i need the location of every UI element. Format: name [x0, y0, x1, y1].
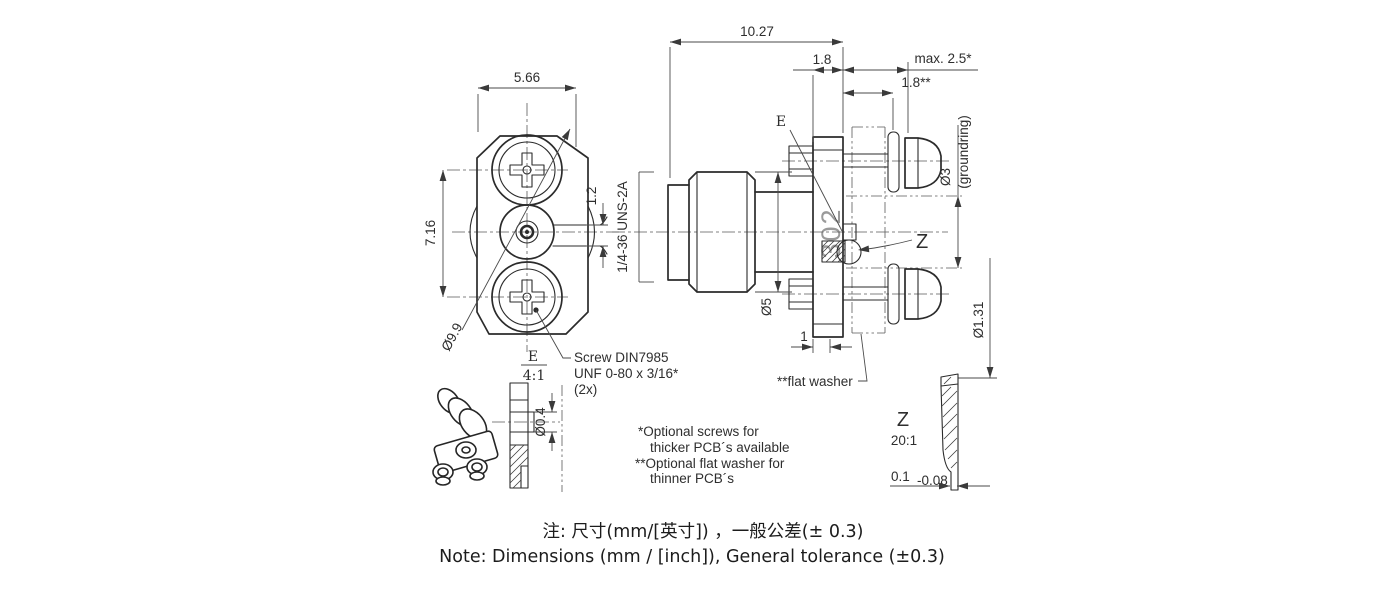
dim-5-66-label: 5.66	[514, 70, 540, 85]
footer-notes: 注: 尺寸(mm/[英寸]) ，一般公差(± 0.3) Note: Dimens…	[439, 522, 945, 567]
dim-10-27-label: 10.27	[740, 24, 774, 39]
detail-z-section	[940, 373, 959, 491]
footer-note-zh: 注: 尺寸(mm/[英寸]) ，一般公差(± 0.3)	[542, 522, 863, 542]
dim-flange-dia: Ø9.9	[438, 128, 571, 354]
screw-note-line1: Screw DIN7985	[574, 350, 669, 365]
notes-block: *Optional screws for thicker PCB´s avail…	[635, 424, 790, 486]
dim-5-66: 5.66	[477, 70, 577, 147]
detail-e: E 4:1	[492, 349, 563, 492]
connector-neck	[754, 191, 814, 273]
detail-e-scale: 4:1	[523, 368, 546, 384]
dim-1-2-label: 1.2	[584, 187, 599, 206]
detail-e-title: E 4:1	[521, 349, 547, 384]
flat-washer-callout: **flat washer	[777, 333, 868, 389]
note-line-3: **Optional flat washer for	[635, 456, 785, 471]
detail-z-hatch	[941, 376, 958, 469]
ref-e-leader: E	[776, 114, 843, 232]
detail-e-ref: E	[528, 349, 538, 365]
note-line-4: thinner PCB´s	[650, 471, 734, 486]
dim-max-2-5: max. 2.5*	[843, 51, 978, 133]
coupling-nut	[667, 171, 756, 293]
dim-flange-dia-label: Ø9.9	[438, 321, 465, 354]
screw-note-line2: UNF 0-80 x 3/16*	[574, 366, 679, 381]
ref-e-label: E	[776, 114, 786, 130]
dim-dia3-groundring: Ø3 (groundring)	[938, 115, 971, 268]
dim-0-4-label: Ø0.4	[533, 407, 548, 437]
dim-1-label: 1	[800, 329, 808, 344]
dim-dia5-label: Ø5	[759, 298, 774, 316]
detail-z-ref: Z	[897, 409, 909, 431]
flange-left-bulge	[469, 205, 478, 259]
dim-1-8-washer-label: 1.8**	[901, 75, 931, 90]
footer-note-en: Note: Dimensions (mm / [inch]), General …	[439, 547, 945, 567]
note-line-1: *Optional screws for	[638, 424, 759, 439]
dim-7-16-label: 7.16	[423, 220, 438, 246]
center-contact-detail	[821, 223, 862, 265]
dim-1-8-label: 1.8	[813, 52, 832, 67]
pcb-phantom	[846, 126, 962, 334]
front-view: 5.66 7.16 1.2 Ø9.9 Screw DIN7985 UNF 0-8…	[423, 70, 679, 397]
dim-0-1-label: 0.1	[891, 469, 910, 484]
thread-callout: 1/4-36 UNS-2A	[615, 171, 654, 283]
dim-1-8-washer: 1.8**	[843, 75, 931, 130]
side-view: 302	[612, 24, 997, 389]
dim-0-1: 0.1 -0.08	[890, 469, 990, 488]
flat-washer-label: **flat washer	[777, 374, 853, 389]
thread-label: 1/4-36 UNS-2A	[615, 181, 630, 273]
groundring-label: (groundring)	[956, 115, 971, 189]
dim-dia3-label: Ø3	[938, 168, 953, 186]
flange-marking: 302	[816, 207, 846, 258]
detail-z: Z 20:1 0.1 -0.08	[890, 373, 990, 491]
dim-dia1-31-label: Ø1.31	[971, 302, 986, 339]
front-bottom-screw	[491, 261, 563, 333]
screw-callout: Screw DIN7985 UNF 0-80 x 3/16* (2x)	[533, 307, 679, 397]
detail-e-section	[509, 382, 535, 489]
flange-right-bulge	[587, 205, 596, 259]
dim-dia5: Ø5	[755, 171, 792, 316]
dim-7-16: 7.16	[423, 170, 444, 297]
dim-max-2-5-label: max. 2.5*	[914, 51, 972, 66]
note-line-2: thicker PCB´s available	[650, 440, 790, 455]
dim-1-8: 1.8	[793, 52, 843, 142]
ref-z-label: Z	[916, 231, 928, 253]
mounting-screw-bottom	[842, 263, 942, 325]
screw-bosses	[788, 145, 814, 310]
dim-10-27: 10.27	[669, 24, 844, 178]
screw-note-line3: (2x)	[574, 382, 597, 397]
ref-z-leader: Z	[859, 231, 928, 253]
dim-dia1-31: Ø1.31	[958, 258, 997, 379]
detail-e-hatch	[509, 444, 529, 489]
detail-z-scale: 20:1	[891, 433, 917, 448]
mounting-screw-top	[842, 131, 942, 193]
flange-section	[812, 136, 844, 338]
isometric-thumbnail	[432, 387, 499, 486]
